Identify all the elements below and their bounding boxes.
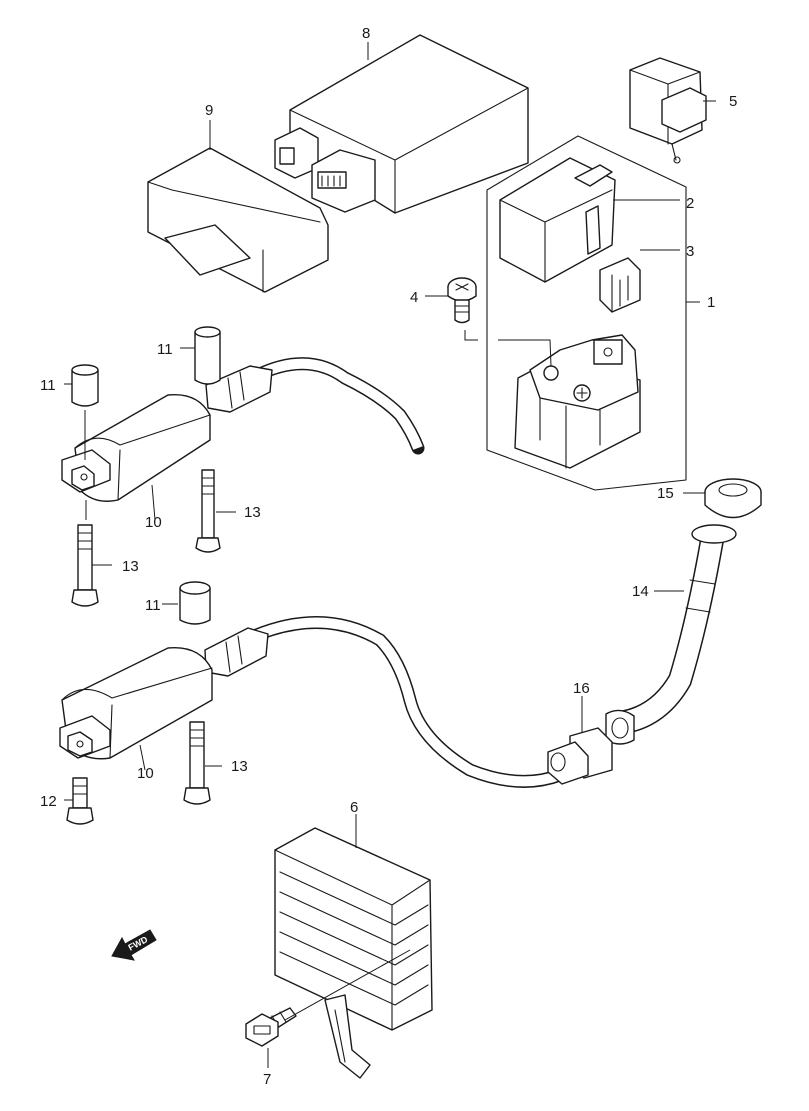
part-3-fuse[interactable] — [599, 257, 641, 313]
callout-9: 9 — [205, 102, 213, 119]
part-15-grommet[interactable] — [704, 478, 762, 519]
callout-15: 15 — [657, 485, 674, 502]
callout-11-b: 11 — [40, 377, 56, 394]
callout-13-b: 13 — [122, 558, 139, 575]
part-13-bolt-1[interactable] — [195, 469, 221, 553]
part-8-control-unit[interactable] — [274, 34, 529, 214]
callout-3: 3 — [686, 243, 694, 260]
callout-6: 6 — [350, 799, 358, 816]
part-13-bolt-3[interactable] — [183, 721, 211, 805]
callout-1: 1 — [707, 294, 715, 311]
callout-5: 5 — [729, 93, 737, 110]
starter-relay-body[interactable] — [514, 334, 641, 469]
part-6-regulator-rectifier[interactable] — [274, 827, 433, 1079]
callout-2: 2 — [686, 195, 694, 212]
callout-12: 12 — [40, 793, 57, 810]
part-10-ignition-coil-lower[interactable] — [59, 616, 563, 788]
part-13-bolt-2[interactable] — [71, 524, 99, 607]
leader-lines — [64, 42, 716, 1068]
callout-14: 14 — [632, 583, 649, 600]
callout-labels: 8 9 5 2 3 1 4 11 11 10 13 13 11 10 13 12… — [40, 25, 737, 1088]
part-14-tube[interactable] — [605, 524, 737, 745]
part-4-screw[interactable] — [447, 277, 477, 324]
part-11-cap-2[interactable] — [71, 364, 99, 407]
part-12-bolt[interactable] — [66, 777, 94, 825]
callout-13-a: 13 — [244, 504, 261, 521]
callout-13-c: 13 — [231, 758, 248, 775]
part-16-bushing[interactable] — [547, 727, 613, 785]
callout-7: 7 — [263, 1071, 271, 1088]
callout-10-a: 10 — [145, 514, 162, 531]
part-11-cap-3[interactable] — [179, 581, 211, 625]
callout-16: 16 — [573, 680, 590, 697]
callout-8: 8 — [362, 25, 370, 42]
part-11-cap-1[interactable] — [194, 326, 221, 385]
part-5-relay[interactable] — [629, 57, 707, 164]
part-2-relay-cover[interactable] — [499, 157, 616, 283]
fwd-arrow-icon: FWD — [111, 929, 157, 961]
callout-4: 4 — [410, 289, 418, 306]
part-1-starter-relay-assembly[interactable] — [486, 135, 687, 491]
part-10-ignition-coil-upper[interactable] — [61, 357, 425, 502]
callout-10-b: 10 — [137, 765, 154, 782]
callout-11-c: 11 — [145, 597, 161, 614]
callout-11-a: 11 — [157, 341, 173, 358]
part-7-bolt[interactable] — [245, 1007, 297, 1047]
part-9-cover[interactable] — [147, 147, 329, 293]
